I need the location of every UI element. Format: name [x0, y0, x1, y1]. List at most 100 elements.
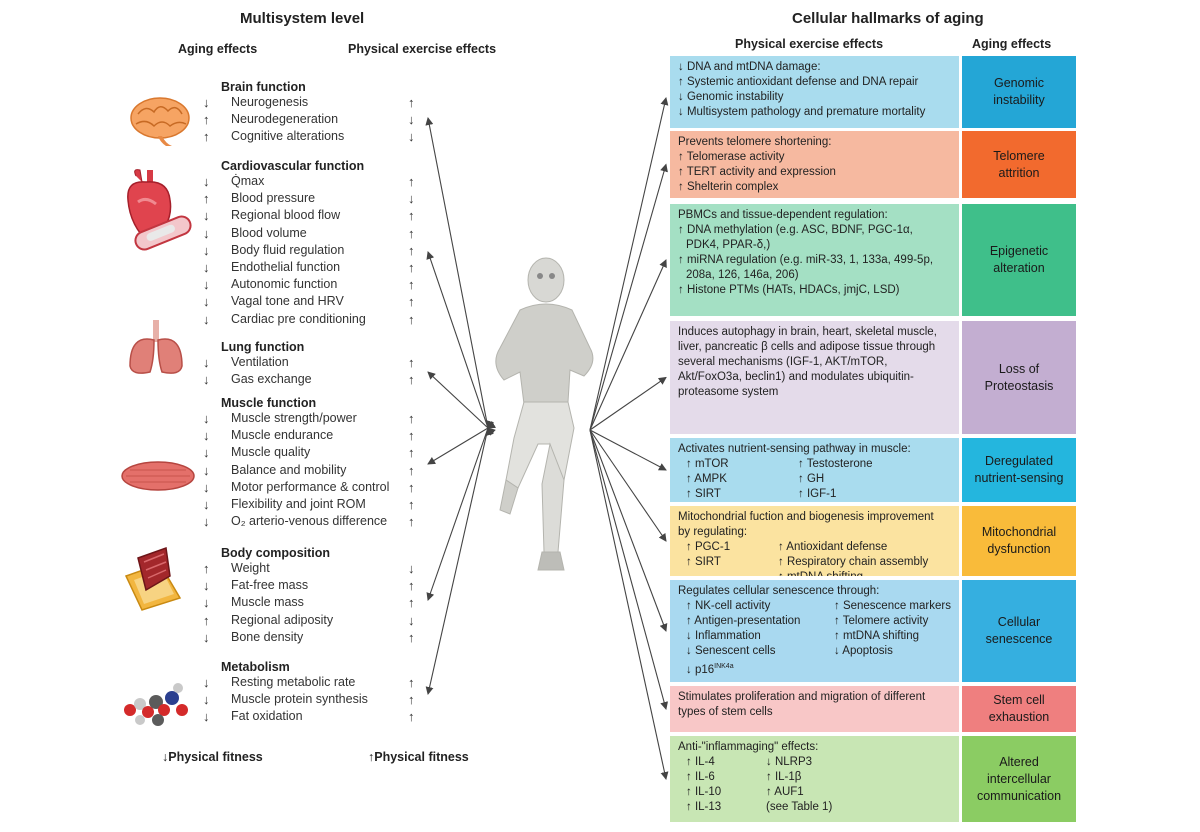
- aging-effect-arrow: ↑: [203, 191, 210, 207]
- aging-effect-arrow: ↓: [203, 411, 210, 426]
- function-item-label: Muscle endurance: [231, 428, 334, 443]
- arrow-to-hallmark: [589, 429, 667, 542]
- function-item-label: Fat-free mass: [231, 578, 309, 593]
- exercise-effect-arrow: ↑: [408, 174, 415, 189]
- hallmark-effect-line: ↑ IGF-1: [798, 488, 837, 500]
- hallmark-effect-line: ↑ GH: [798, 473, 825, 485]
- hallmark-effect-line: ↓ Multisystem pathology and premature mo…: [678, 106, 926, 118]
- exercise-effect-arrow: ↑: [408, 372, 415, 388]
- right-col-aging: Aging effects: [972, 37, 1052, 51]
- hallmark-effect-line: PBMCs and tissue-dependent regulation:: [678, 209, 888, 221]
- exercise-effect-arrow: ↓: [408, 112, 415, 128]
- hallmark-effect-line: ↑ AMPK: [686, 473, 727, 485]
- left-col-aging: Aging effects: [178, 42, 258, 56]
- hallmark-effect-line: ↑ IL-1β: [766, 771, 802, 783]
- function-item-label: Muscle mass: [231, 595, 304, 610]
- aging-effect-arrow: ↓: [203, 372, 210, 388]
- hallmark-effect-line: ↑ TERT activity and expression: [678, 166, 836, 178]
- hallmark-effect-line: ↑ SIRT: [686, 488, 721, 500]
- function-item-label: Autonomic function: [231, 277, 338, 292]
- exercise-effect-arrow: ↑: [408, 311, 415, 327]
- hallmark-effects-box: PBMCs and tissue-dependent regulation: ↑ …: [670, 204, 959, 316]
- aging-effect-arrow: ↓: [203, 428, 210, 444]
- section-title: Body composition: [221, 546, 331, 560]
- function-item-label: Endothelial function: [231, 260, 341, 274]
- function-item-label: Fat oxidation: [231, 709, 303, 724]
- hallmark-effect-line: ↑ Shelterin complex: [678, 181, 779, 193]
- function-item-label: Gas exchange: [231, 372, 312, 387]
- function-item-label: Resting metabolic rate: [231, 675, 356, 689]
- exercise-effect-arrow: ↑: [408, 497, 415, 512]
- arrow-to-hallmark: [589, 97, 669, 431]
- hallmark-effect-line: (see Table 1): [766, 801, 833, 813]
- exercise-effect-arrow: ↑: [408, 225, 415, 241]
- hallmark-effect-columns: ↑ NK-cell activity↑ Antigen-presentation…: [678, 599, 951, 678]
- hallmark-label: Altered intercellular communication: [962, 736, 1076, 822]
- function-item-label: Muscle strength/power: [231, 411, 357, 425]
- arrow-to-hallmark: [589, 429, 667, 471]
- function-item-label: Bone density: [231, 629, 304, 644]
- hallmark-effect-line: liver, pancreatic β cells and adipose ti…: [678, 341, 936, 353]
- aging-effect-arrow: ↑: [203, 112, 210, 128]
- hallmark-effect-line: ↑ Senescence markers: [834, 600, 951, 612]
- hallmark-label: Cellular senescence: [962, 580, 1076, 682]
- brain-icon: [130, 97, 190, 146]
- aging-effect-arrow: ↑: [203, 612, 210, 628]
- hallmark-effect-column: ↑ Senescence markers↑ Telomere activity↑…: [834, 599, 959, 678]
- hallmark-effect-line: by regulating:: [678, 526, 748, 538]
- hallmark-effect-line: ↑ miRNA regulation (e.g. miR-33, 1, 133a…: [678, 254, 934, 266]
- hallmark-effect-columns: ↑ IL-4↑ IL-6↑ IL-10↑ IL-13↓ NLRP3↑ IL-1β…: [678, 755, 951, 815]
- heart-icon: [127, 169, 192, 251]
- hallmark-effect-line: ↑ IL-6: [686, 771, 715, 783]
- aging-effect-arrow: ↓: [203, 497, 210, 512]
- hallmark-effect-line: ↑ Respiratory chain assembly: [778, 556, 929, 568]
- hallmark-effect-column: ↓ NLRP3↑ IL-1β↑ AUF1(see Table 1): [766, 755, 896, 815]
- exercise-effect-arrow: ↑: [408, 479, 415, 495]
- exercise-effect-arrow: ↑: [408, 514, 415, 530]
- aging-effect-arrow: ↓: [203, 462, 210, 478]
- exercise-effect-arrow: ↑: [408, 692, 415, 708]
- hallmark-effect-line: ↑ IL-13: [686, 801, 722, 813]
- left-title: Multisystem level: [240, 10, 365, 27]
- hallmark-effect-line: ↑ SIRT: [686, 556, 721, 568]
- hallmark-effect-line: ↓ DNA and mtDNA damage:: [678, 61, 821, 73]
- hallmark-effect-column: ↑ Testosterone↑ GH↑ IGF-1: [798, 457, 938, 502]
- hallmark-effect-line: ↓ Genomic instability: [678, 91, 784, 103]
- exercise-effect-arrow: ↓: [408, 129, 415, 145]
- hallmark-effect-line: several mechanisms (IGF-1, AKT/mTOR,: [678, 356, 888, 368]
- hallmark-effect-line: Prevents telomere shortening:: [678, 136, 832, 148]
- hallmark-effect-line: PDK4, PPAR-δ,): [686, 239, 771, 251]
- function-item-label: Flexibility and joint ROM: [231, 497, 366, 511]
- function-item-label: Balance and mobility: [231, 462, 347, 477]
- function-item-label: Neurogenesis: [231, 95, 309, 109]
- aging-effect-arrow: ↓: [203, 629, 210, 645]
- hallmark-effect-line: Mitochondrial fuction and biogenesis imp…: [678, 511, 934, 523]
- hallmark-effect-line: ↓ NLRP3: [766, 756, 813, 768]
- hallmark-effect-line: ↑ Systemic antioxidant defense and DNA r…: [678, 76, 919, 88]
- left-col-exercise: Physical exercise effects: [348, 42, 497, 56]
- hallmark-effects-box: Stimulates proliferation and migration o…: [670, 686, 959, 732]
- hallmark-effect-line: ↑ mtDNA shifting: [834, 630, 919, 642]
- aging-effect-arrow: ↓: [203, 174, 210, 189]
- exercise-effect-arrow: ↑: [408, 260, 415, 275]
- aging-effect-arrow: ↓: [203, 595, 210, 611]
- function-item-label: Regional blood flow: [231, 208, 341, 223]
- section-title: Brain function: [221, 80, 306, 94]
- hallmark-label: Mitochondrial dysfunction: [962, 506, 1076, 576]
- hallmark-effect-line: Activates nutrient-sensing pathway in mu…: [678, 443, 911, 455]
- aging-effect-arrow: ↓: [203, 208, 210, 224]
- exercise-effect-arrow: ↑: [408, 675, 415, 690]
- hallmark-effect-line: ↑ PGC-1: [686, 541, 731, 553]
- function-item-label: Regional adiposity: [231, 612, 334, 627]
- aging-effect-arrow: ↓: [203, 514, 210, 530]
- function-item-label: O₂ arterio-venous difference: [231, 514, 388, 529]
- hallmark-effects-box: Anti-"inflammaging" effects:↑ IL-4↑ IL-6…: [670, 736, 959, 822]
- exercise-effect-arrow: ↑: [408, 462, 415, 478]
- exercise-effect-arrow: ↑: [408, 595, 415, 611]
- hallmark-effect-line: ↑ mTOR: [686, 458, 729, 470]
- section-title: Muscle function: [221, 396, 317, 410]
- hallmark-effect-column: ↑ NK-cell activity↑ Antigen-presentation…: [678, 599, 834, 678]
- hallmark-effect-line: ↑ Histone PTMs (HATs, HDACs, jmjC, LSD): [678, 284, 900, 296]
- exercise-effect-arrow: ↑: [408, 709, 415, 725]
